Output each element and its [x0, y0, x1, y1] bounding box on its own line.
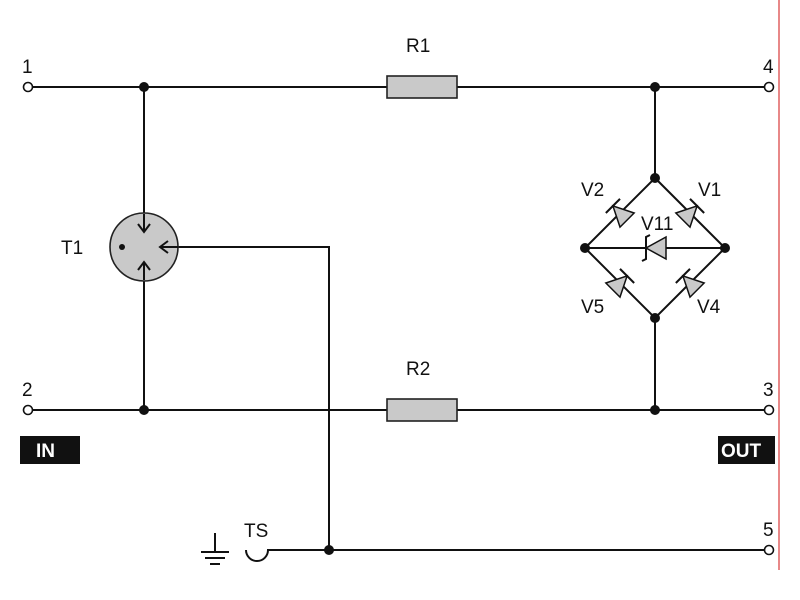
wires	[31, 86, 765, 551]
diode-v1-label: V1	[698, 180, 721, 201]
terminal-4-label: 4	[763, 57, 774, 78]
terminal-5	[763, 544, 775, 556]
diode-v4-bar	[675, 268, 691, 284]
junction-dot	[720, 243, 730, 253]
diode-v4	[675, 268, 706, 299]
resistor-r2-label: R2	[406, 359, 430, 380]
tube-gas-dot	[119, 244, 125, 250]
diode-v11-label: V11	[641, 214, 673, 235]
tube-arrow-top	[137, 223, 151, 234]
tube-t1-label: T1	[61, 238, 83, 259]
tube-arrow-bottom	[137, 260, 151, 271]
ts-socket-icon	[245, 549, 269, 562]
diode-v2-bar	[605, 198, 621, 214]
resistor-r1-body	[386, 75, 458, 99]
diode-v1	[674, 198, 705, 229]
terminal-2	[22, 404, 34, 416]
resistor-r2-body	[386, 398, 458, 422]
resistor-r1-label: R1	[406, 36, 430, 57]
resistor-r2: R2	[386, 359, 458, 422]
diode-v5-label: V5	[581, 297, 604, 318]
junctions	[139, 82, 730, 555]
junction-dot	[139, 405, 149, 415]
output-tag: OUT	[718, 436, 775, 464]
diode-v4-triangle	[681, 274, 706, 299]
terminal-3-label: 3	[763, 380, 774, 401]
terminal-1	[22, 81, 34, 93]
input-tag-label: IN	[36, 441, 55, 462]
wire-t1-ground	[178, 246, 330, 550]
junction-dot	[650, 173, 660, 183]
junction-dot	[650, 405, 660, 415]
diode-v5-triangle	[604, 274, 629, 299]
input-tag-bg	[20, 436, 80, 464]
terminal-1-label: 1	[22, 57, 33, 78]
diode-v1-bar	[689, 198, 705, 214]
resistor-r1: R1	[386, 36, 458, 99]
junction-dot	[580, 243, 590, 253]
diode-v11-bar	[641, 234, 651, 262]
junction-dot	[650, 82, 660, 92]
gas-discharge-tube-t1: T1	[61, 212, 179, 282]
diode-v11-triangle	[644, 235, 667, 261]
junction-dot	[139, 82, 149, 92]
ts-label: TS	[244, 521, 268, 542]
diode-v2-label: V2	[581, 180, 604, 201]
diode-v2-triangle	[611, 204, 636, 229]
terminals: 1 2 4 3 5	[22, 57, 775, 556]
terminal-5-label: 5	[763, 520, 774, 541]
diode-bridge: V2 V1 V11 V5 V4	[581, 180, 721, 318]
terminal-2-label: 2	[22, 380, 33, 401]
tube-arrow-right	[158, 240, 169, 254]
input-tag: IN	[20, 436, 80, 464]
diode-v11	[641, 234, 667, 262]
diode-v2	[605, 198, 636, 229]
junction-dot	[650, 313, 660, 323]
output-tag-bg	[718, 436, 775, 464]
diode-v5	[604, 268, 635, 299]
terminal-3	[763, 404, 775, 416]
terminal-4	[763, 81, 775, 93]
ground-connection: TS	[201, 521, 269, 565]
diode-v4-label: V4	[697, 297, 721, 318]
diode-v5-bar	[619, 268, 635, 284]
output-tag-label: OUT	[721, 441, 762, 462]
diode-v1-triangle	[674, 204, 699, 229]
junction-dot	[324, 545, 334, 555]
